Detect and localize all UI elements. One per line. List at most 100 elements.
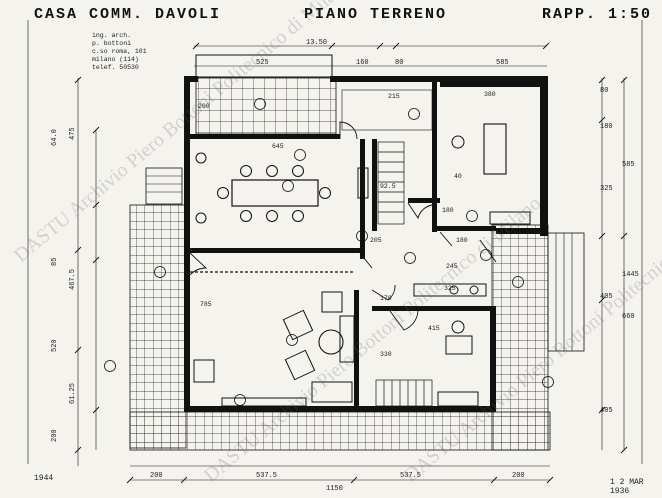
level-marker-circle (234, 394, 246, 406)
living-room-furniture (190, 271, 355, 407)
project-title: CASA COMM. DAVOLI (34, 6, 222, 23)
dimension-label: 13.50 (306, 39, 327, 47)
dimension-tick (126, 476, 134, 484)
dimension-label: 330 (380, 351, 392, 358)
dimension-label: 200 (51, 429, 59, 442)
dimension-label: 40 (454, 173, 462, 180)
level-marker-circle (282, 180, 294, 192)
dimension-label: 1445 (622, 271, 639, 279)
dimension-tick (598, 296, 606, 304)
dimension-label: 785 (200, 301, 212, 308)
dimension-label: 215 (388, 93, 400, 100)
dimension-tick (74, 76, 82, 84)
dimension-lines (27, 20, 643, 481)
dimension-label: 325 (444, 285, 456, 292)
level-marker-circle (408, 108, 420, 120)
dimension-tick (74, 446, 82, 454)
firm-line: telef. 50530 (92, 64, 139, 71)
firm-line: c.so roma, 101 (92, 48, 147, 55)
dimension-label: 61.25 (69, 383, 77, 404)
dimension-label: 170 (380, 295, 392, 302)
dimension-label: 325 (600, 185, 613, 193)
dimension-tick (92, 201, 100, 209)
dimension-label: 585 (622, 161, 635, 169)
year-label: 1944 (34, 474, 54, 483)
dimension-label: 1150 (326, 485, 343, 493)
firm-line: milano (114) (92, 56, 139, 63)
dining-table (195, 152, 369, 224)
dimension-tick (192, 42, 200, 50)
dimension-label: 205 (370, 237, 382, 244)
dimension-label: 405 (600, 407, 613, 415)
dimension-label: 520 (51, 339, 59, 352)
dimension-tick (74, 246, 82, 254)
terrace-paving (129, 54, 585, 451)
dimension-label: 467.5 (69, 269, 77, 290)
dimension-labels: 13.50 525 160 80 585 1150 200 537.5 537.5 200 64.0… (51, 39, 639, 493)
dimension-label: 200 (512, 472, 525, 480)
dimension-tick (546, 476, 554, 484)
dimension-label: 537.5 (256, 472, 277, 480)
dimension-label: 80 (395, 59, 403, 67)
dimension-tick (376, 42, 384, 50)
dimension-tick (350, 476, 358, 484)
dimension-label: 380 (484, 91, 496, 98)
dimension-tick (542, 42, 550, 50)
dimension-tick (74, 346, 82, 354)
date-stamp: 1 2 MAR 1936 (610, 478, 644, 496)
dimension-tick (598, 232, 606, 240)
dimension-label: 80 (600, 87, 608, 95)
dimension-label: 645 (272, 143, 284, 150)
dimension-tick (92, 256, 100, 264)
dimension-tick (180, 476, 188, 484)
right-rooms-furniture (341, 89, 531, 407)
dimension-label: 85 (51, 258, 59, 266)
dimension-label: 405 (600, 293, 613, 301)
level-marker-circle (466, 210, 478, 222)
dimension-tick (392, 42, 400, 50)
level-marker-circle (542, 376, 554, 388)
dimension-tick (598, 76, 606, 84)
level-marker-circle (404, 252, 416, 264)
dimension-label: 180 (600, 123, 613, 131)
plan-title: PIANO TERRENO (304, 6, 448, 23)
dimension-label: 415 (428, 325, 440, 332)
staircase (375, 141, 433, 407)
dimension-label: 64.0 (51, 129, 59, 146)
firm-line: p. bottoni (92, 40, 132, 47)
level-marker-circle (154, 266, 166, 278)
dimension-ticks (74, 42, 628, 484)
level-marker-circle (512, 276, 524, 288)
dimension-label: 660 (622, 313, 635, 321)
scale-label: RAPP. 1:50 (542, 6, 653, 23)
level-marker-circle (480, 249, 492, 261)
dimension-tick (598, 116, 606, 124)
dimension-label: 180 (442, 207, 454, 214)
dimension-tick (598, 406, 606, 414)
dimension-label: 92.5 (380, 183, 396, 190)
dimension-label: 475 (69, 127, 77, 140)
dimension-tick (92, 406, 100, 414)
dimension-label: 537.5 (400, 472, 421, 480)
firm-line: ing. arch. (92, 32, 132, 39)
level-marker-circle (356, 230, 368, 242)
dimension-tick (92, 126, 100, 134)
door-swings (189, 121, 497, 331)
level-marker-circle (294, 149, 306, 161)
dimension-label: 200 (198, 103, 210, 110)
dimension-tick (620, 76, 628, 84)
building-walls (184, 76, 548, 412)
dimension-label: 525 (256, 59, 269, 67)
dimension-label: 180 (456, 237, 468, 244)
dimension-tick (620, 232, 628, 240)
dimension-label: 160 (356, 59, 369, 67)
dimension-label: 585 (496, 59, 509, 67)
level-marker-circle (104, 360, 116, 372)
level-marker-circle (286, 334, 298, 346)
dimension-tick (620, 446, 628, 454)
dimension-label: 200 (150, 472, 163, 480)
level-marker-circle (254, 98, 266, 110)
dimension-tick (328, 42, 336, 50)
